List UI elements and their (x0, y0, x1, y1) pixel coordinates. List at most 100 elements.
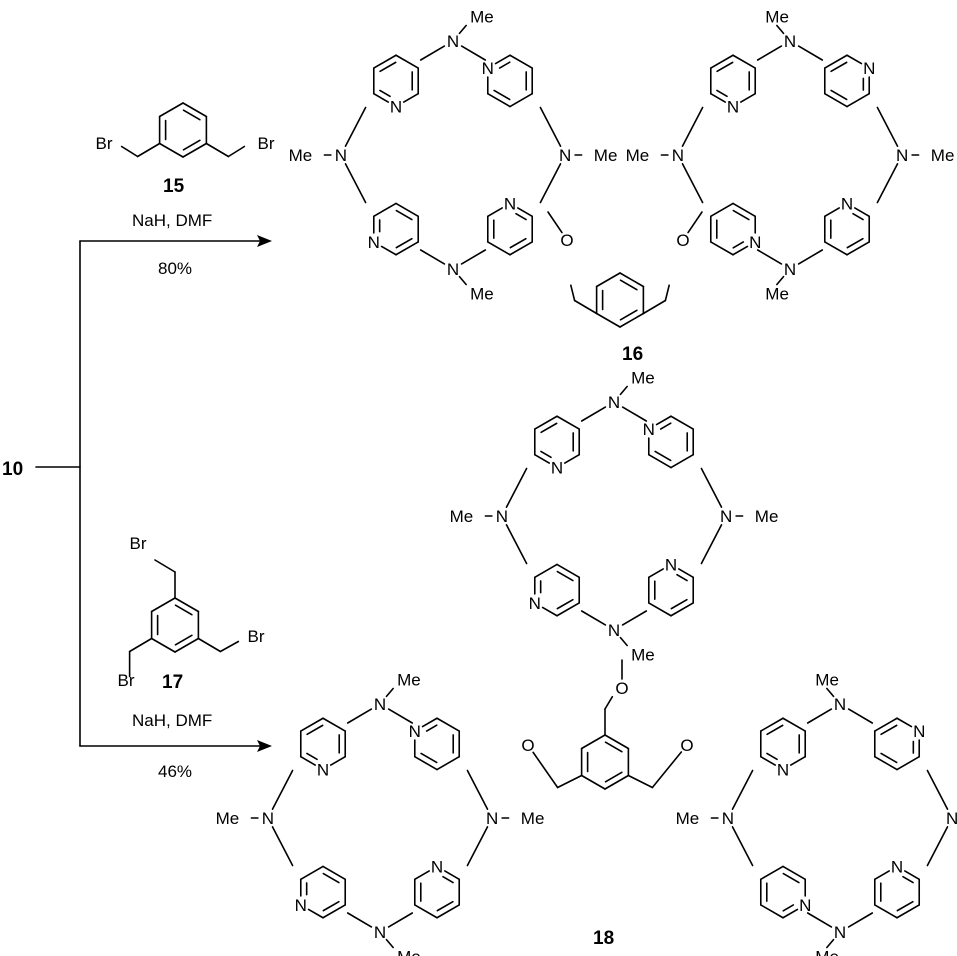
product-b-right-methyl: Me (676, 809, 700, 828)
product-b-right-pyridine-0-bond (896, 717, 913, 728)
product-a-left-methyl: Me (470, 285, 494, 304)
bond (154, 559, 176, 573)
ether-oxygen: O (680, 736, 693, 755)
bridge-bond (876, 106, 899, 147)
methyl-bond (826, 938, 835, 949)
product-b-left-bridge-n: N (374, 695, 386, 714)
product-a-right-pyridine-2-n: N (749, 233, 761, 252)
product-b-right-methyl: Me (815, 948, 839, 956)
product-a-right-pyridine-1-n: N (727, 98, 739, 117)
product-b-left-pyridine-3-bond (322, 865, 347, 881)
bond (627, 774, 654, 789)
product-b-top-pyridine-1-n: N (643, 420, 655, 439)
product-b-left-pyridine-0-bond (329, 755, 347, 766)
product-b-top-bridge-n: N (496, 507, 508, 526)
bond (136, 142, 161, 158)
product-b-linker-bond (604, 734, 630, 750)
bridge-bond (926, 826, 949, 867)
product-b-left-pyridine-2-bond (413, 870, 431, 881)
product-a-left-methyl: Me (594, 146, 618, 165)
bridge-bond (731, 769, 754, 810)
product-b-right-pyridine-3-bond (903, 870, 921, 881)
bridge-bond (700, 524, 723, 565)
product-a-right-pyridine-3-bond (853, 207, 871, 218)
product-a-linker-bond (619, 312, 645, 328)
double-bond (654, 450, 672, 462)
product-b-right-pyridine-0-bond (873, 755, 898, 771)
product-b-top-bridge-n: N (608, 621, 620, 640)
product-b-left-pyridine-0-bond (299, 755, 317, 766)
product-b-right-pyridine-3-bond (896, 904, 921, 919)
product-b-left-bridge-n: N (374, 923, 386, 942)
bond (205, 142, 230, 158)
methyl-bond (826, 687, 835, 698)
product-b-right-bridge-n: N (834, 923, 846, 942)
double-bond (676, 573, 688, 582)
product-b-top-pyridine-3-n: N (529, 594, 541, 613)
product-a-left-bridge-n: N (335, 146, 347, 165)
product-b-top-methyl: Me (755, 507, 779, 526)
double-bond (379, 89, 391, 98)
product-b-left-pyridine-2-n: N (431, 857, 443, 876)
product-b-top-pyridine-0-n: N (551, 459, 563, 478)
product-b-left-methyl: Me (397, 948, 421, 956)
compound-label-reagent-a: 15 (163, 176, 185, 197)
ether-bond (570, 284, 576, 302)
product-a-left-methyl: Me (289, 146, 313, 165)
reagent-b-ring-bond (150, 637, 176, 653)
double-bond (782, 904, 795, 912)
double-bond (732, 241, 745, 249)
double-bond (395, 237, 413, 249)
product-b-left-pyridine-2-bond (443, 870, 461, 881)
double-bond (556, 570, 574, 582)
product-b-right-pyridine-2-n: N (799, 896, 811, 915)
bridge-bond (700, 467, 723, 508)
product-b-left-pyridine-0-bond (322, 717, 347, 732)
double-bond (716, 61, 734, 73)
product-a-left-pyridine-2-bond (516, 207, 534, 218)
bridge-bond (876, 163, 899, 204)
double-bond (182, 109, 201, 121)
reagent-a-ring-bond (158, 142, 184, 158)
product-b-right-pyridine-2-bond (782, 908, 799, 919)
product-b-top-pyridine-3-bond (541, 606, 558, 617)
conditions-bottom-yield: 46% (158, 762, 192, 781)
double-bond (322, 900, 340, 912)
double-bond (830, 89, 848, 101)
product-a-left-pyridine-2-bond (509, 241, 534, 256)
product-a-left-pyridine-0-bond (402, 92, 420, 103)
double-bond (852, 212, 864, 221)
double-bond (670, 598, 688, 610)
bond (219, 640, 240, 653)
conditions-top-reagents: NaH, DMF (132, 211, 212, 230)
product-a-left-pyridine-1-bond (486, 92, 511, 108)
double-bond (442, 875, 454, 884)
product-a-left-pyridine-1-n: N (482, 59, 494, 78)
product-a-right-pyridine-1-bond (709, 54, 734, 69)
compound-label-product-b: 18 (593, 928, 614, 949)
conditions-top-yield: 80% (158, 259, 192, 278)
product-b-right-pyridine-1-bond (782, 717, 807, 732)
bridge-bond (387, 912, 414, 928)
product-b-left-pyridine-0-n: N (317, 761, 329, 780)
double-bond (306, 724, 324, 736)
ether-bond (532, 751, 559, 789)
bridge-bond (466, 826, 489, 867)
bridge-bond (539, 163, 562, 204)
product-a-left-pyridine-3-bond (395, 241, 420, 256)
reagent-b-ring-bond (174, 597, 200, 613)
double-bond (498, 61, 511, 69)
product-a-right-pyridine-0-n: N (863, 59, 875, 78)
product-b-right-bridge-n: N (946, 809, 957, 828)
product-a-right-pyridine-2-bond (709, 241, 734, 256)
product-b-left-pyridine-3-bond (322, 904, 347, 919)
product-b-left-pyridine-3-bond (299, 865, 324, 881)
product-a-linker-bond (595, 272, 621, 288)
methyl-bond (458, 24, 467, 35)
product-b-top-pyridine-3-bond (556, 602, 581, 617)
product-b-left-bridge-n: N (262, 809, 274, 828)
product-b-top-pyridine-0-bond (556, 415, 581, 430)
arrow-head-top (257, 235, 272, 247)
product-b-top-bridge-n: N (720, 507, 732, 526)
